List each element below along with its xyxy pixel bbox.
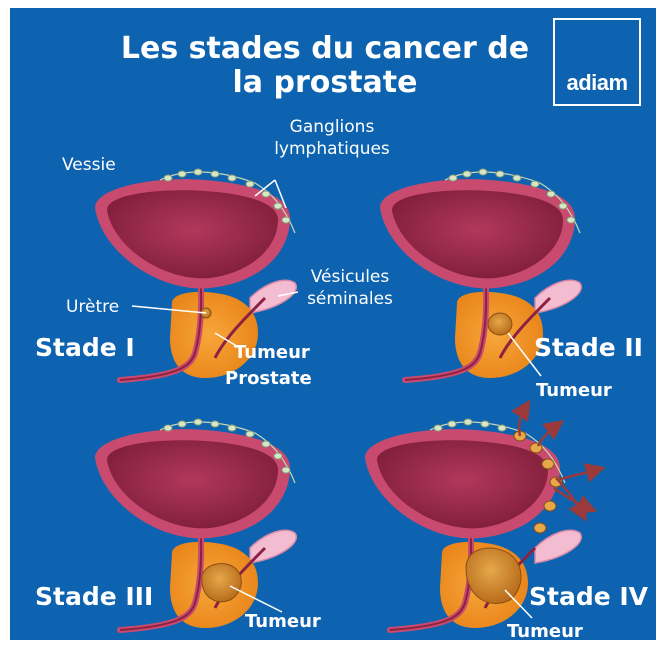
stage1-tumor-label: Tumeur	[234, 342, 310, 364]
stage4-tumor-label: Tumeur	[507, 621, 583, 640]
page-title: Les stades du cancer de la prostate	[85, 32, 565, 100]
stage4-label: Stade IV	[529, 582, 648, 612]
tumor-stage3	[202, 564, 242, 602]
label-uretre: Urètre	[66, 296, 119, 318]
logo-text: adiam	[555, 70, 639, 96]
title-line2: la prostate	[85, 66, 565, 100]
title-line1: Les stades du cancer de	[85, 32, 565, 66]
label-vessie: Vessie	[62, 154, 116, 176]
label-ganglions: Ganglions lymphatiques	[262, 116, 402, 160]
tumor-stage2	[488, 313, 512, 335]
stage3-tumor-label: Tumeur	[245, 611, 321, 633]
stage3-label: Stade III	[35, 582, 153, 612]
stage2-tumor-label: Tumeur	[536, 380, 612, 402]
label-vesicules: Vésicules séminales	[290, 266, 410, 310]
seminal-vesicle	[535, 530, 581, 563]
stage1-label: Stade I	[35, 333, 135, 363]
adiam-logo: adiam	[553, 18, 641, 106]
stage2-label: Stade II	[534, 333, 643, 363]
infographic: Les stades du cancer de la prostate adia…	[10, 8, 656, 640]
label-prostate: Prostate	[225, 368, 312, 390]
